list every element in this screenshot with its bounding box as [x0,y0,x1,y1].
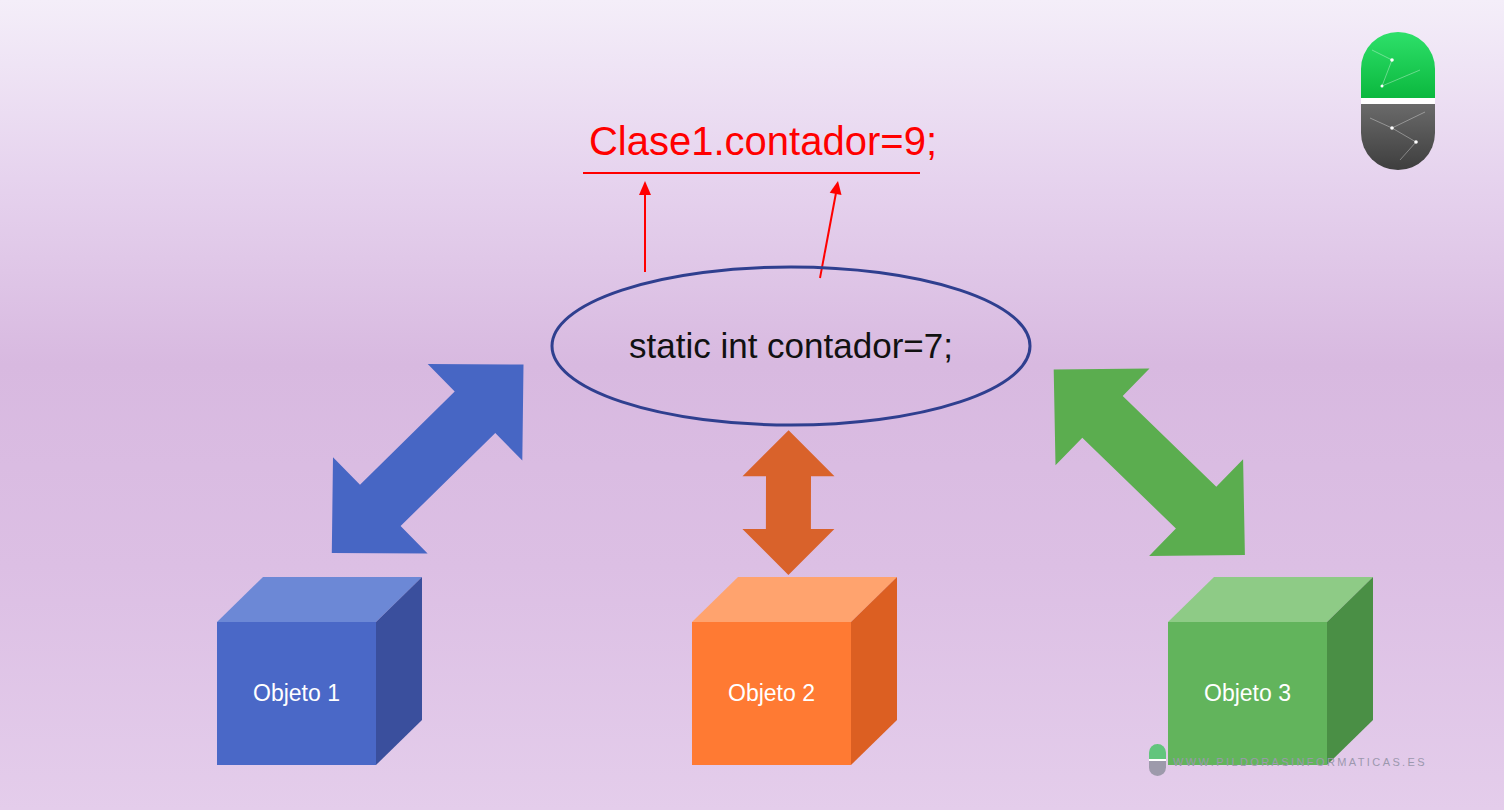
cube-shape [217,577,422,765]
declaration-text: static int contador=7; [550,265,1032,427]
object-cube: Objeto 1 [217,577,422,765]
watermark: WWW.PILDORASINFORMATICAS.ES [1173,756,1427,768]
logo-capsule [1361,32,1435,170]
object-cube: Objeto 3 [1168,577,1373,765]
leader-arrowhead [830,181,842,195]
double-block-arrow [332,364,524,553]
object-label: Objeto 1 [217,622,376,765]
object-label: Objeto 2 [692,622,851,765]
object-label: Objeto 3 [1168,622,1327,765]
cube-shape [692,577,897,765]
watermark-icon [1149,744,1166,776]
underline [583,172,920,174]
leader-line [644,193,646,272]
object-cube: Objeto 2 [692,577,897,765]
cube-shape [1168,577,1373,765]
double-block-arrow [1054,368,1245,556]
static-variable-ellipse: static int contador=7; [550,265,1032,427]
leader-arrowhead [639,181,651,195]
double-block-arrow [742,430,834,575]
assignment-text: Clase1.contador=9; [589,119,937,164]
leader-line [820,193,836,278]
